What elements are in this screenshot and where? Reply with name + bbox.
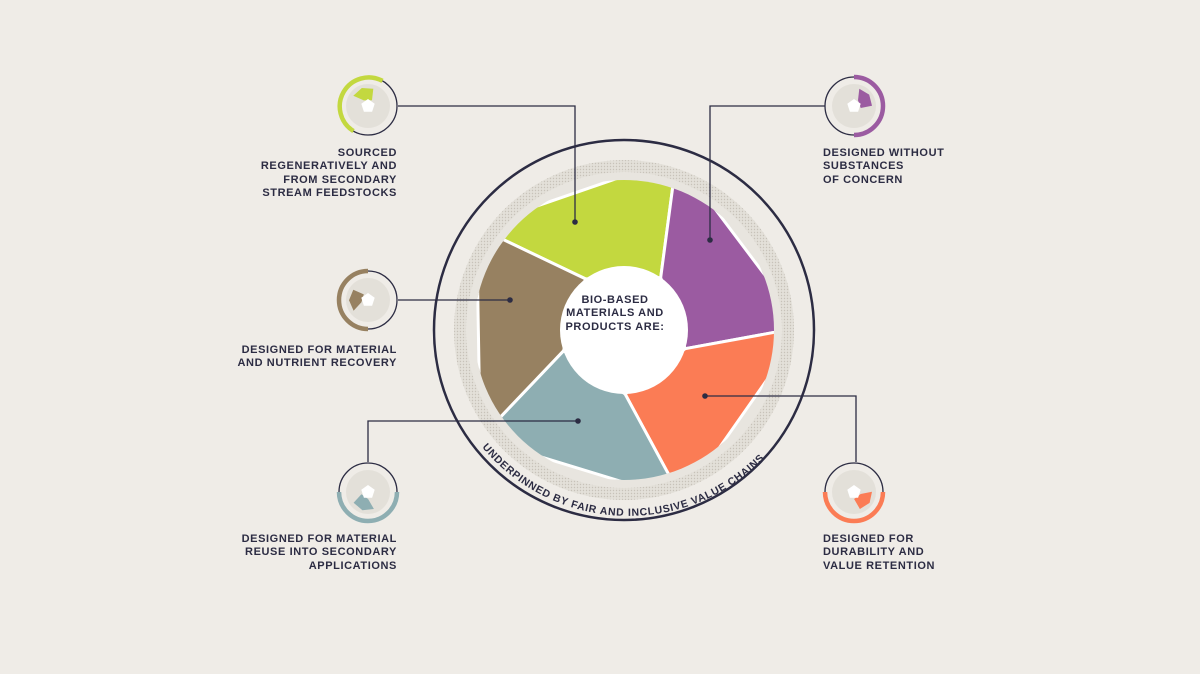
label-durability: DESIGNED FOR DURABILITY AND VALUE RETENT… [823,533,936,572]
label-recovery: DESIGNED FOR MATERIAL AND NUTRIENT RECOV… [237,344,397,370]
center-text: BIO-BASED MATERIALS AND PRODUCTS ARE: [565,294,665,333]
leader-dot-reuse [575,418,581,424]
icon-durability [822,462,886,524]
leader-dot-sourced [572,219,578,225]
icon-reuse [336,462,400,524]
leader-reuse [367,420,578,462]
leader-dot-recovery [507,297,513,303]
label-without-substances: DESIGNED WITHOUT SUBSTANCES OF CONCERN [823,147,945,186]
segment-icons [336,74,886,524]
icon-recovery [336,268,398,332]
icon-sourced [337,75,398,136]
label-sourced: SOURCED REGENERATIVELY AND FROM SECONDAR… [260,147,397,200]
leader-durability [705,395,857,462]
icon-without-substances [824,74,886,138]
label-reuse: DESIGNED FOR MATERIAL REUSE INTO SECONDA… [241,533,397,572]
leader-dot-without-substances [707,237,713,243]
leader-sourced [398,105,576,222]
leader-without-substances [709,105,826,240]
leader-dot-durability [702,393,708,399]
aperture-center [560,266,688,394]
leader-lines [367,105,857,462]
